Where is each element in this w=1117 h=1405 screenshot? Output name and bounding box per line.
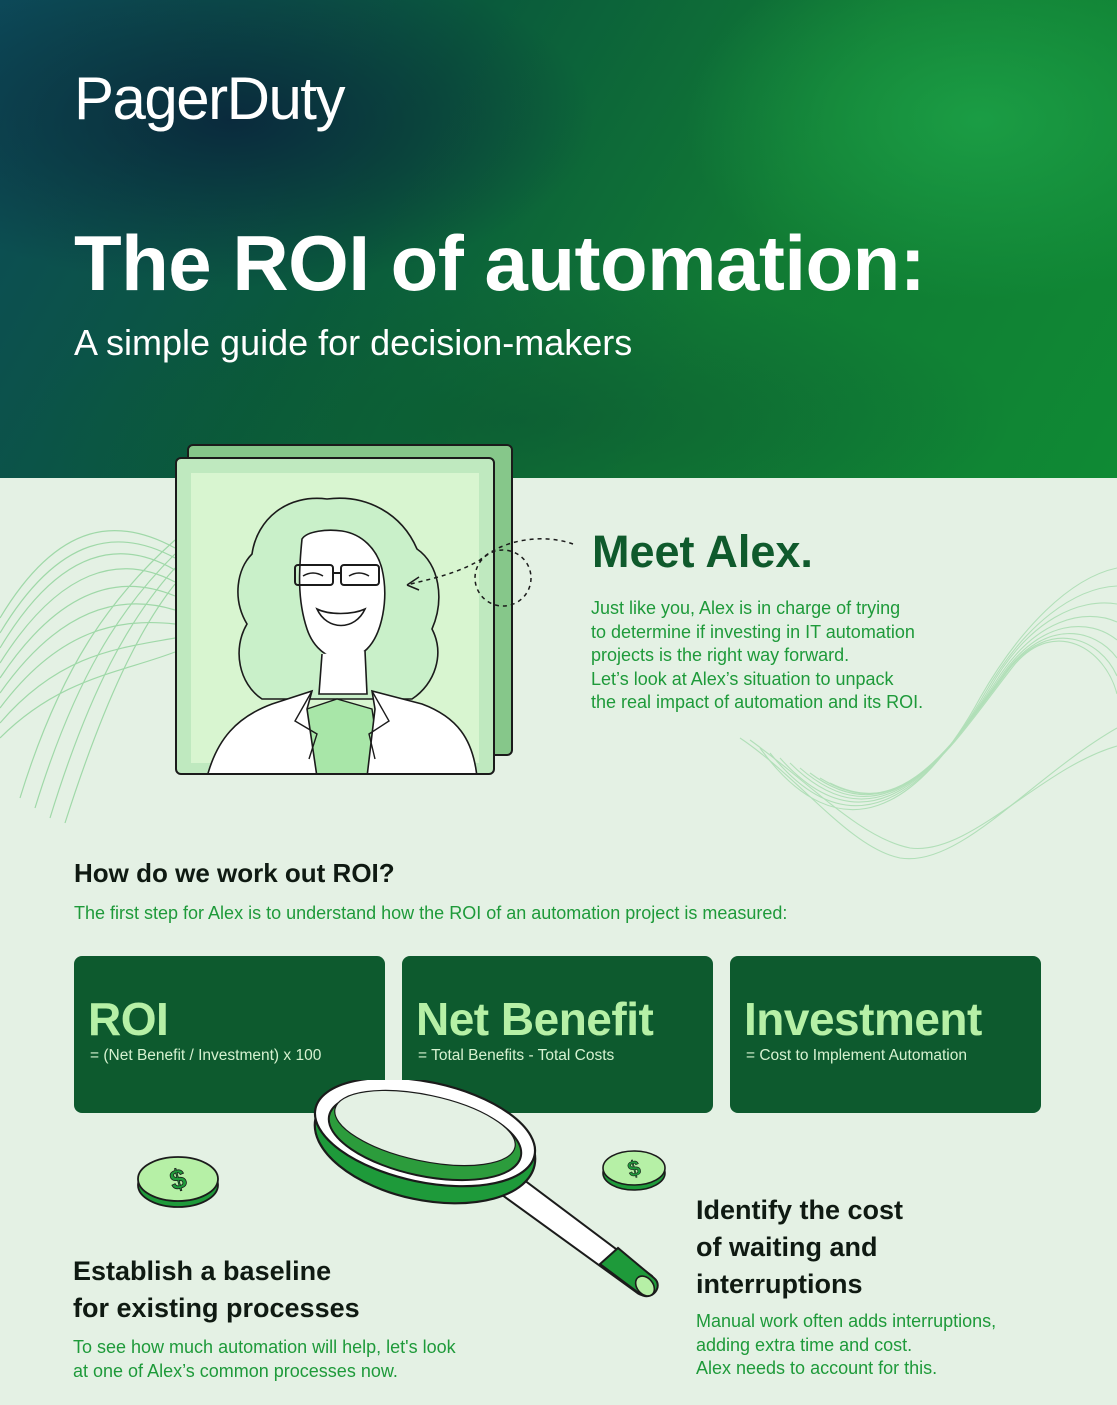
decorative-waves bbox=[0, 529, 1117, 860]
meet-alex-line: Let’s look at Alex’s situation to unpack bbox=[591, 668, 894, 689]
investment-card-title: Investment bbox=[744, 993, 982, 1045]
portrait-frame bbox=[175, 457, 495, 775]
hero-banner: PagerDuty The ROI of automation: A simpl… bbox=[0, 0, 1117, 478]
alex-portrait-illustration bbox=[207, 497, 478, 773]
waiting-cost-body: Manual work often adds interruptions, ad… bbox=[696, 1310, 996, 1381]
baseline-body: To see how much automation will help, le… bbox=[73, 1335, 456, 1383]
baseline-heading-line: Establish a baseline bbox=[73, 1256, 332, 1286]
roi-card-formula: = (Net Benefit / Investment) x 100 bbox=[90, 1047, 322, 1064]
waiting-cost-body-line: adding extra time and cost. bbox=[696, 1334, 913, 1355]
net-benefit-card-formula: = Total Benefits - Total Costs bbox=[418, 1047, 615, 1064]
meet-alex-line: to determine if investing in IT automati… bbox=[591, 621, 915, 642]
waiting-cost-heading-line: Identify the cost bbox=[696, 1195, 904, 1225]
dollar-coin-icon: $ bbox=[602, 1150, 666, 1191]
meet-alex-body: Just like you, Alex is in charge of tryi… bbox=[591, 597, 1011, 715]
waiting-cost-heading-line: interruptions bbox=[696, 1269, 863, 1299]
investment-card-formula: = Cost to Implement Automation bbox=[746, 1047, 967, 1064]
waiting-cost-heading: Identify the cost of waiting and interru… bbox=[696, 1192, 903, 1303]
page-title: The ROI of automation: bbox=[74, 219, 926, 307]
meet-alex-line: projects is the right way forward. bbox=[591, 645, 850, 665]
dollar-coin-icon: $ bbox=[137, 1156, 219, 1208]
baseline-heading: Establish a baseline for existing proces… bbox=[73, 1253, 360, 1327]
roi-section-heading: How do we work out ROI? bbox=[74, 858, 395, 888]
net-benefit-card-title: Net Benefit bbox=[416, 993, 654, 1045]
magnifying-glass-icon bbox=[313, 1080, 659, 1297]
baseline-heading-line: for existing processes bbox=[73, 1293, 360, 1323]
roi-card: ROI = (Net Benefit / Investment) x 100 bbox=[74, 956, 385, 1113]
meet-alex-line: Just like you, Alex is in charge of tryi… bbox=[591, 598, 901, 618]
meet-alex-heading: Meet Alex. bbox=[592, 526, 813, 577]
meet-alex-line: the real impact of automation and its RO… bbox=[591, 692, 924, 712]
page-subtitle: A simple guide for decision-makers bbox=[74, 322, 633, 363]
pagerduty-logo[interactable]: PagerDuty bbox=[74, 65, 345, 132]
roi-section-description: The first step for Alex is to understand… bbox=[74, 903, 788, 923]
waiting-cost-body-line: Manual work often adds interruptions, bbox=[696, 1311, 997, 1331]
baseline-body-line: To see how much automation will help, le… bbox=[73, 1337, 456, 1357]
dashed-arrow-icon bbox=[406, 538, 574, 607]
waiting-cost-heading-line: of waiting and bbox=[696, 1232, 878, 1262]
investment-card: Investment = Cost to Implement Automatio… bbox=[730, 956, 1041, 1113]
waiting-cost-body-line: Alex needs to account for this. bbox=[696, 1358, 938, 1378]
roi-card-title: ROI bbox=[88, 993, 169, 1045]
baseline-body-line: at one of Alex’s common processes now. bbox=[73, 1361, 398, 1381]
